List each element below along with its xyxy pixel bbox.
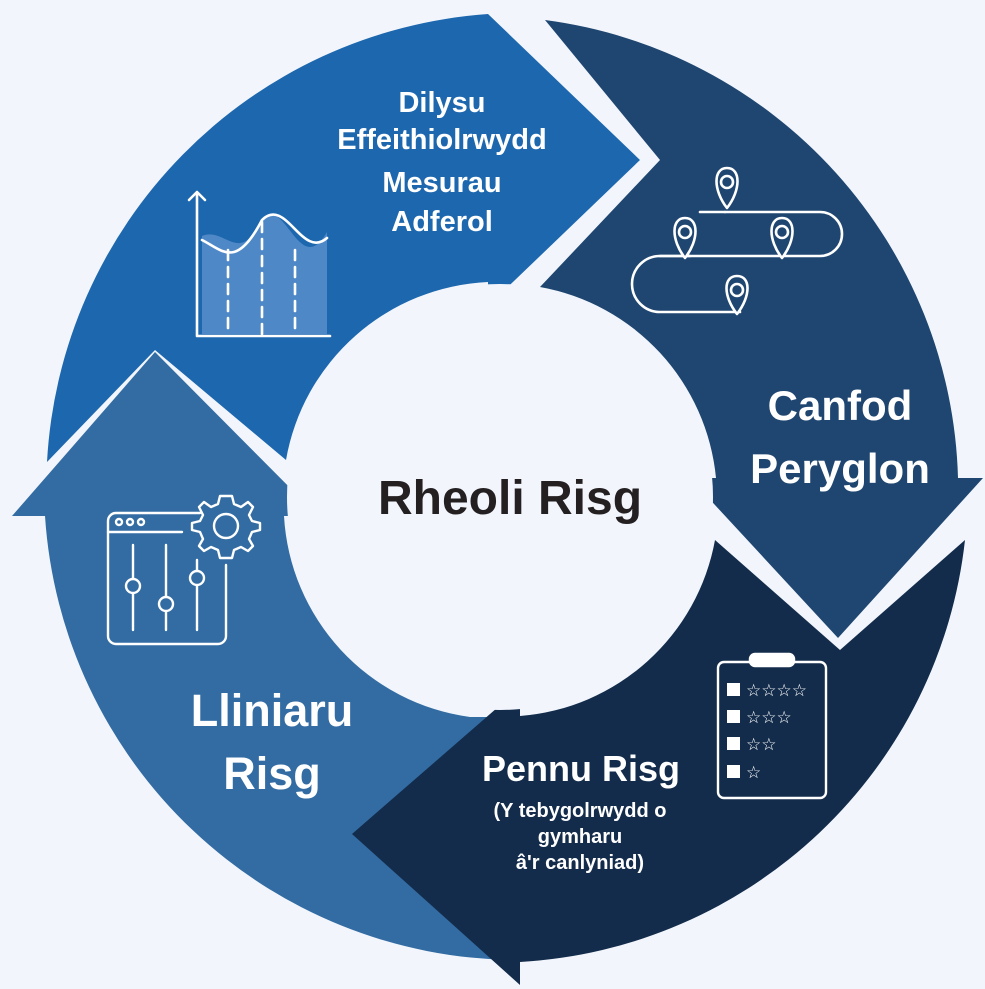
svg-text:â'r canlyniad): â'r canlyniad) (516, 852, 644, 874)
verify-label: Dilysu Effeithiolrwydd Mesurau Adferol (337, 87, 546, 238)
segment-verify-effectiveness (47, 14, 640, 462)
center-title: Rheoli Risg (378, 472, 642, 525)
identify-label: Canfod Peryglon (750, 382, 930, 492)
svg-text:Adferol: Adferol (391, 206, 493, 238)
svg-text:Dilysu: Dilysu (398, 87, 485, 119)
svg-text:gymharu: gymharu (538, 826, 622, 848)
svg-text:Risg: Risg (223, 748, 321, 799)
settings-sliders-icon (106, 494, 262, 646)
svg-text:☆: ☆ (746, 763, 761, 783)
svg-text:☆☆☆: ☆☆☆ (746, 708, 792, 728)
rating-clipboard-icon: ☆☆☆☆ ☆☆☆ ☆☆ ☆ (716, 652, 828, 800)
svg-text:☆☆☆☆: ☆☆☆☆ (746, 681, 807, 701)
segment-verify-shape (47, 14, 640, 462)
map-route-pins-icon (630, 166, 844, 316)
svg-text:Lliniaru: Lliniaru (191, 685, 354, 736)
segment-identify-hazards (540, 20, 983, 638)
svg-text:Mesurau: Mesurau (382, 167, 501, 199)
svg-text:Effeithiolrwydd: Effeithiolrwydd (337, 124, 546, 156)
center-circle (287, 284, 713, 710)
svg-text:Canfod: Canfod (768, 382, 913, 429)
segment-assess-risk (352, 540, 965, 985)
mitigate-label: Lliniaru Risg (191, 685, 354, 799)
segment-identify-shape (540, 20, 983, 638)
segment-assess-shape (352, 540, 965, 985)
area-chart-icon (187, 190, 332, 338)
svg-text:Pennu Risg: Pennu Risg (482, 748, 680, 789)
svg-text:(Y tebygolrwydd o: (Y tebygolrwydd o (494, 800, 667, 822)
svg-text:Peryglon: Peryglon (750, 445, 930, 492)
assess-label: Pennu Risg (Y tebygolrwydd o gymharu â'r… (482, 748, 680, 874)
svg-text:☆☆: ☆☆ (746, 735, 776, 755)
